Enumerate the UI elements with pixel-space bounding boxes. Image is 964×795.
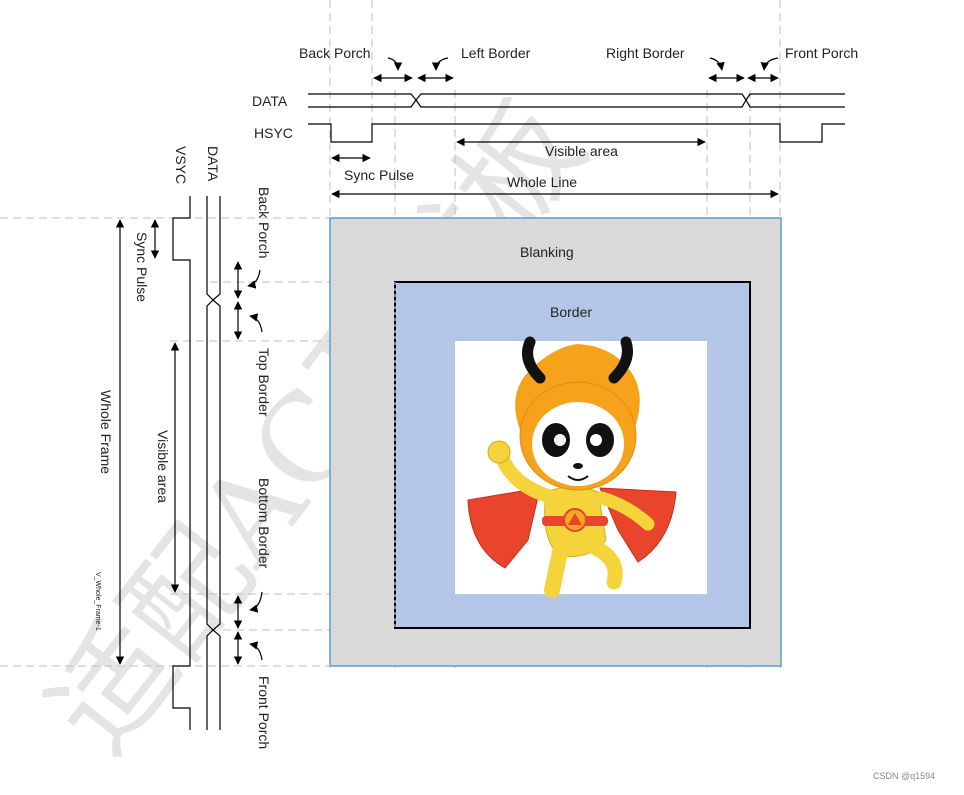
horizontal-labels: Back Porch Left Border Right Border Fron… [252,45,858,190]
label-border: Border [550,304,592,320]
label-h-sync-pulse: Sync Pulse [344,167,414,183]
label-blanking: Blanking [520,244,574,260]
credit-text: CSDN @q1594 [873,771,935,781]
label-top-border: Top Border [256,348,272,417]
vertical-labels: VSYC DATA Back Porch Sync Pulse Top Bord… [94,146,272,749]
label-hsync: HSYC [254,125,293,141]
horizontal-timing [308,57,845,199]
label-right-border: Right Border [606,45,685,61]
vertical-timing [115,196,263,730]
label-v-whole-frame-minus-one: V_Whole_Frame-1 [94,572,101,631]
label-v-data: DATA [205,146,221,182]
label-h-data: DATA [252,93,288,109]
label-whole-line: Whole Line [507,174,577,190]
label-h-visible-area: Visible area [545,143,618,159]
label-vsync: VSYC [173,146,189,184]
label-left-border: Left Border [461,45,531,61]
label-v-back-porch: Back Porch [256,187,272,259]
label-whole-frame: Whole Frame [98,390,114,474]
label-front-porch: Front Porch [785,45,858,61]
vsync-signal [172,196,191,730]
mascot-image [467,336,677,598]
label-v-visible-area: Visible area [155,430,171,503]
v-data-bus [206,196,214,730]
label-v-front-porch: Front Porch [256,676,272,749]
hsync-signal [308,123,845,143]
h-data-bus [308,93,845,102]
label-back-porch: Back Porch [299,45,371,61]
label-bottom-border: Bottom Border [256,478,272,569]
label-v-sync-pulse: Sync Pulse [134,232,150,302]
